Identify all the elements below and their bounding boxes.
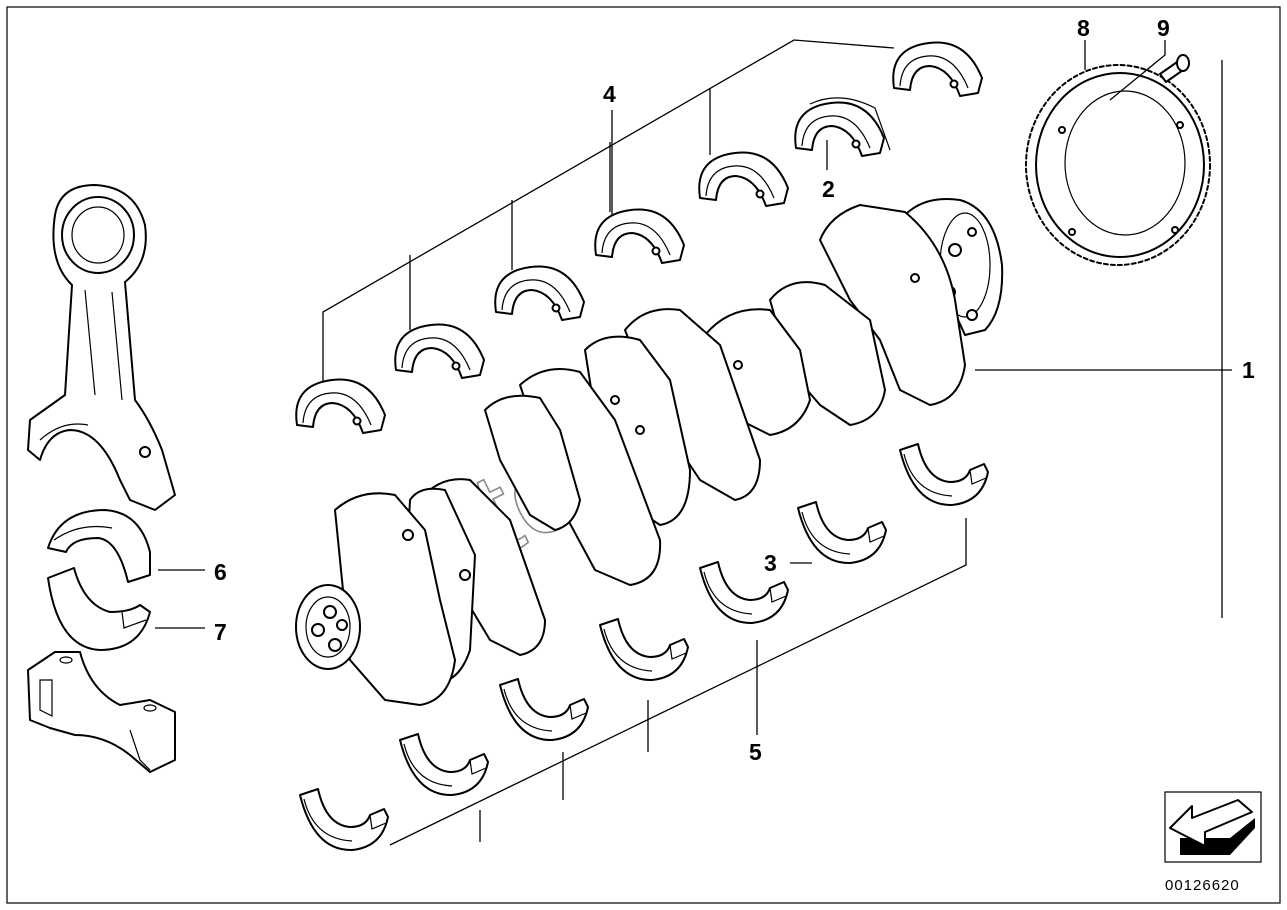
main-bearing-upper-2: [394, 323, 485, 379]
leader-lines: [155, 39, 1232, 846]
gear-ring: [1025, 64, 1211, 266]
bolt: [1159, 54, 1190, 83]
rod-cap: [27, 651, 176, 773]
crankshaft: [295, 198, 1004, 706]
callout-2: 2: [822, 176, 835, 202]
thrust-bearing: [794, 97, 891, 157]
main-bearing-upper-4: [594, 208, 685, 264]
arrow-back-icon[interactable]: [1164, 791, 1262, 863]
callout-9: 9: [1157, 15, 1170, 41]
callout-5: 5: [749, 739, 762, 765]
main-bearing-lower-1: [299, 788, 389, 852]
main-bearing-upper-3: [494, 265, 585, 321]
main-bearing-upper-6: [892, 41, 983, 97]
rod-bearing-upper: [47, 509, 151, 583]
main-bearing-upper-5: [698, 151, 789, 207]
diagram-frame: [6, 6, 1281, 904]
main-bearing-lower-6: [797, 501, 887, 565]
connecting-rod: [27, 184, 176, 511]
callout-6: 6: [214, 559, 227, 585]
main-bearing-lower-2: [399, 733, 489, 797]
callout-7: 7: [214, 619, 227, 645]
main-bearing-lower-7: [899, 443, 989, 507]
main-bearing-lower-3: [499, 678, 589, 742]
callout-4: 4: [603, 81, 616, 107]
main-bearing-upper-1: [295, 378, 386, 434]
callout-8: 8: [1077, 15, 1090, 41]
document-number: 00126620: [1165, 877, 1240, 894]
main-bearing-lower-4: [599, 618, 689, 682]
rod-bearing-lower: [47, 567, 151, 651]
callout-1: 1: [1242, 357, 1255, 383]
callout-3: 3: [764, 550, 777, 576]
